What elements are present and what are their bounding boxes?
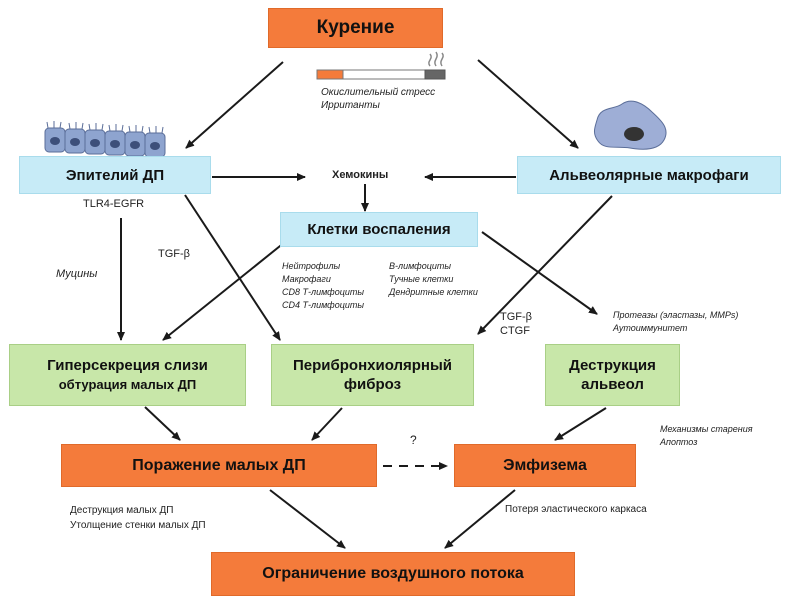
arrow-smoking-epithelium	[185, 61, 284, 149]
alveoli-label-line1: Деструкция	[569, 357, 656, 374]
fibrosis-box: Перибронхиолярный фиброз	[271, 344, 474, 406]
cell-neutrophils: Нейтрофилы	[282, 261, 341, 271]
ctgf: CTGF	[500, 325, 530, 337]
question-mark: ?	[410, 433, 417, 447]
cigarette-icon	[316, 51, 446, 80]
arrow-inflammation-alveoli	[481, 231, 598, 315]
arrow-macrophages-fibrosis	[477, 195, 613, 335]
cell-b-lymphocytes: В-лимфоциты	[389, 261, 452, 271]
small-airway-destruction: Деструкция малых ДП	[70, 505, 174, 516]
alveoli-box: Деструкция альвеол	[545, 344, 680, 406]
inflammation-box: Клетки воспаления	[280, 212, 478, 247]
small-airways-box: Поражение малых ДП	[61, 444, 377, 487]
mucins-label: Муцины	[56, 268, 98, 280]
arrow-smoking-macrophages	[477, 59, 579, 149]
cell-cd4: CD4 Т-лимфоциты	[282, 300, 365, 310]
tlr4-label: TLR4-EGFR	[83, 198, 145, 210]
hypersecretion-label-line1: Гиперсекреция слизи	[47, 357, 208, 374]
apoptosis: Апоптоз	[660, 437, 698, 447]
arrow-inflammation-hypersecretion	[162, 237, 291, 341]
tgf-left-label: TGF-β	[158, 248, 190, 260]
airflow-box: Ограничение воздушного потока	[211, 552, 575, 596]
smoking-label: Курение	[316, 17, 395, 38]
aging-mechanisms: Механизмы старения	[660, 424, 753, 434]
aging-label: Механизмы старения Апоптоз	[660, 423, 753, 449]
fibrosis-label-line1: Перибронхиолярный	[292, 357, 453, 374]
epithelial-cells-icon	[44, 121, 166, 158]
macrophage-cell-icon	[594, 100, 667, 150]
inflammation-label: Клетки воспаления	[307, 221, 451, 238]
proteases-label: Протеазы (эластазы, MMPs) Аутоиммунитет	[613, 309, 738, 335]
smoke-effect-oxidative: Окислительный стресс	[321, 87, 436, 98]
fibrosis-label-line2: фиброз	[343, 376, 402, 393]
arrow-epithelium-fibrosis	[184, 194, 281, 341]
smoke-effect-irritants: Ирританты	[321, 100, 380, 111]
cells-list-col1: Нейтрофилы Макрофаги CD8 Т-лимфоциты CD4…	[282, 260, 364, 312]
macrophages-label: Альвеолярные макрофаги	[549, 166, 749, 184]
small-airway-effects-label: Деструкция малых ДП Утолщение стенки мал…	[70, 503, 206, 533]
epithelium-box: Эпителий ДП	[19, 156, 211, 194]
tgf-ctgf-label: TGF-β CTGF	[500, 310, 532, 338]
alveoli-label-line2: альвеол	[581, 376, 644, 393]
emphysema-box: Эмфизема	[454, 444, 636, 487]
arrow-fibrosis-small-airways	[311, 407, 343, 441]
arrows	[117, 59, 613, 549]
proteases: Протеазы (эластазы, MMPs)	[613, 310, 739, 320]
autoimmunity: Аутоиммунитет	[613, 323, 688, 333]
arrow-hypersecretion-small-airways	[144, 406, 181, 441]
airflow-label: Ограничение воздушного потока	[262, 565, 524, 582]
emphysema-label: Эмфизема	[503, 456, 587, 474]
chemokines-label: Хемокины	[332, 169, 389, 181]
macrophages-box: Альвеолярные макрофаги	[517, 156, 781, 194]
arrow-alveoli-emphysema	[554, 407, 607, 441]
cells-list-col2: В-лимфоциты Тучные клетки Дендритные кле…	[389, 260, 478, 299]
elastic-loss-label: Потеря эластического каркаса	[505, 504, 647, 515]
tgf-right: TGF-β	[500, 311, 532, 323]
smoke-effects-label: Окислительный стресс Ирританты	[321, 86, 435, 112]
small-airways-label: Поражение малых ДП	[132, 456, 306, 474]
arrow-small-airways-airflow	[269, 489, 346, 549]
epithelium-label: Эпителий ДП	[65, 166, 165, 184]
smoking-box: Курение	[268, 8, 443, 48]
cell-cd8: CD8 Т-лимфоциты	[282, 287, 365, 297]
small-airway-thickening: Утолщение стенки малых ДП	[70, 520, 206, 531]
cell-macrophages: Макрофаги	[282, 274, 331, 284]
cell-mast: Тучные клетки	[389, 274, 454, 284]
arrow-emphysema-airflow	[444, 489, 516, 549]
cell-dendritic: Дендритные клетки	[389, 287, 478, 297]
hypersecretion-box: Гиперсекреция слизи обтурация малых ДП	[9, 344, 246, 406]
hypersecretion-label-line2: обтурация малых ДП	[58, 377, 197, 392]
